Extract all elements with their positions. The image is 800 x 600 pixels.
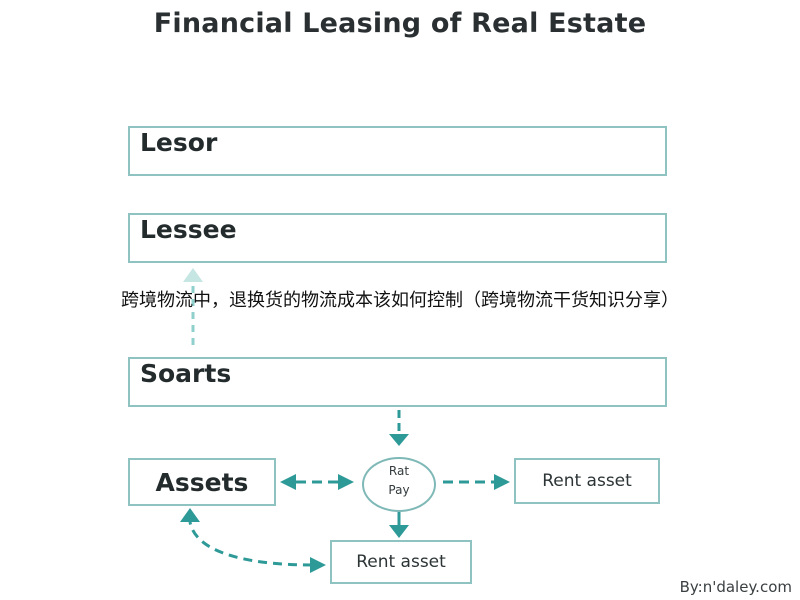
arrow-rent-bottom-to-assets [188,521,313,567]
box-rent-asset-bottom-label: Rent asset [356,552,446,572]
box-rent-asset-right-label: Rent asset [542,471,632,491]
box-lessee: Lessee [128,213,667,263]
arrow-head-right-2 [494,474,510,490]
rat-pay-node-line2: Pay [388,483,410,497]
box-lesor-label: Lesor [140,128,218,157]
rat-pay-node: Rat Pay [362,457,436,512]
arrow-head-down-1 [389,434,409,446]
box-assets-label: Assets [155,467,249,497]
box-assets: Assets [128,458,276,506]
watermark: By:n'daley.com [679,578,792,596]
arrow-head-right-1 [338,474,354,490]
box-rent-asset-bottom: Rent asset [330,540,472,584]
box-soarts: Soarts [128,357,667,407]
box-lessee-label: Lessee [140,215,237,244]
arrow-head-left [280,474,296,490]
rat-pay-node-line1: Rat [388,464,410,478]
box-rent-asset-right: Rent asset [514,458,660,504]
diagram-title: Financial Leasing of Real Estate [153,8,647,39]
box-soarts-label: Soarts [140,359,232,388]
arrow-head-right-bottom [310,557,326,573]
arrow-head-down-2 [389,525,409,538]
overlay-caption: 跨境物流中，退换货的物流成本该如何控制（跨境物流干货知识分享） [121,290,679,311]
arrow-head-up-assets [180,508,200,522]
box-lesor: Lesor [128,126,667,176]
arrow-head-up-light [183,268,203,282]
